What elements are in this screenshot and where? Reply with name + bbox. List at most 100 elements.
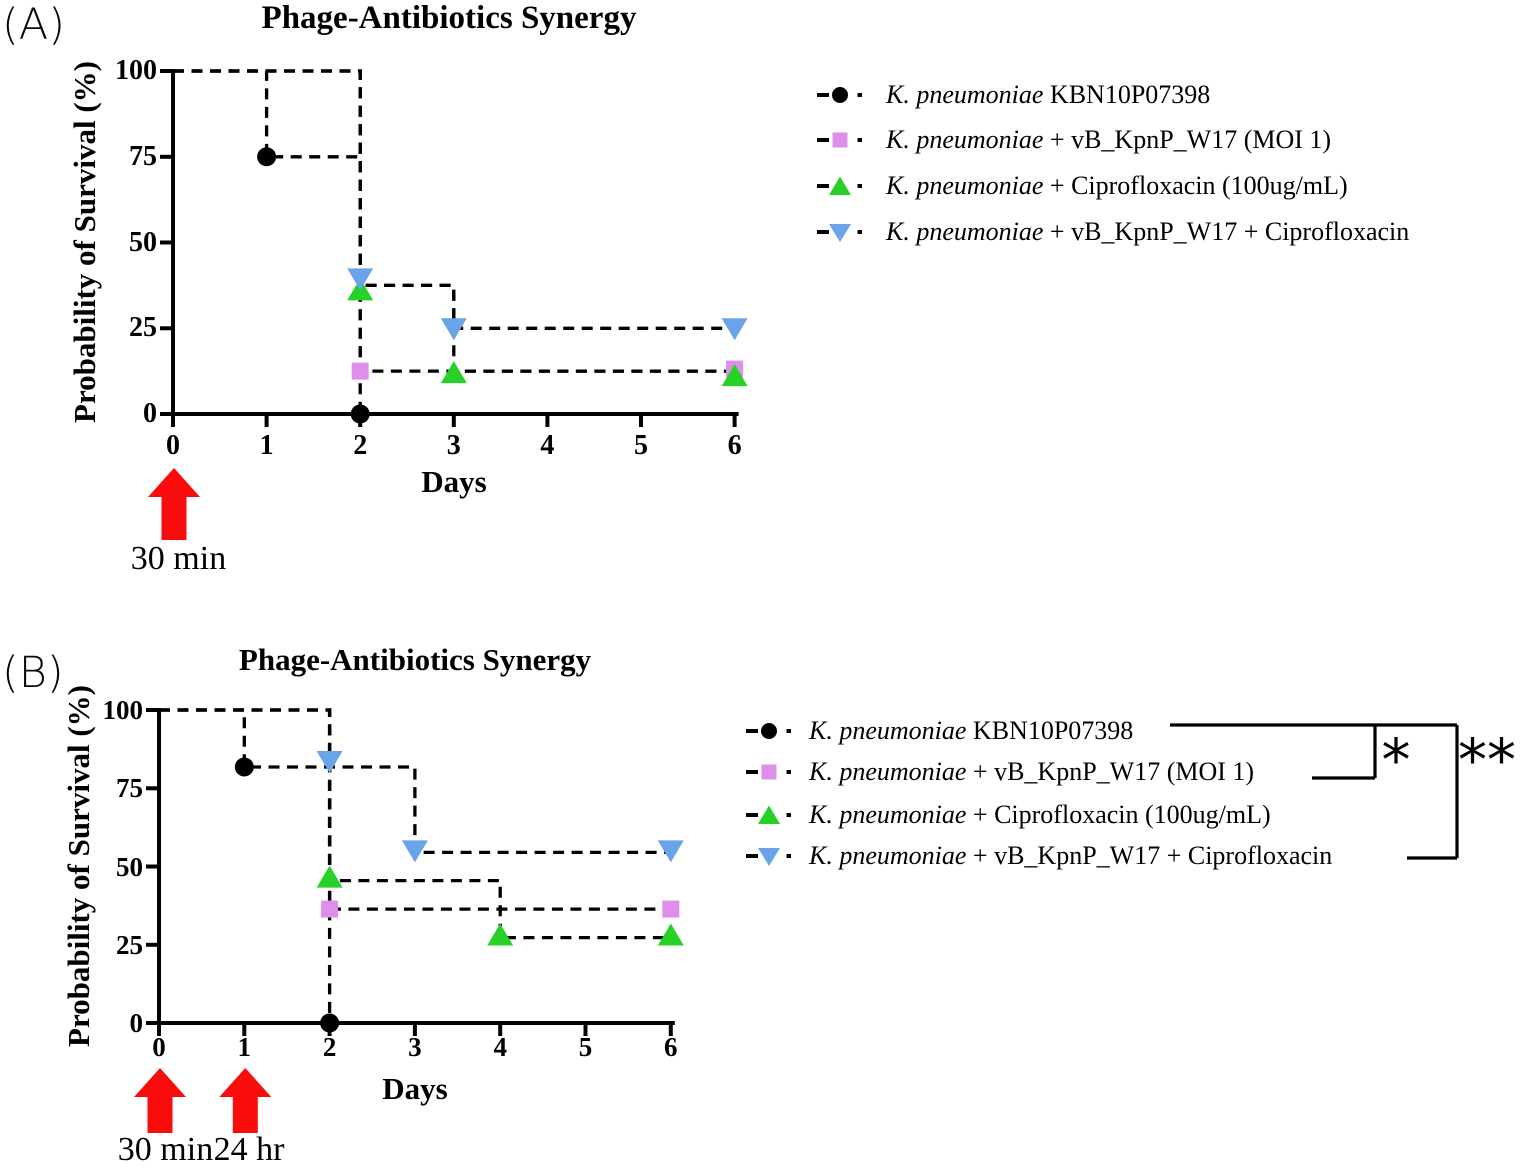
panel-b-series-0-line — [159, 708, 332, 1023]
legend-treatment-name: + vB_KpnP_W17 (MOI 1) — [1043, 125, 1332, 154]
significance-double-star: ** — [1458, 726, 1516, 794]
legend-item-label: K. pneumoniae KBN10P07398 — [809, 716, 1133, 746]
panel-a-marker-circle — [257, 147, 277, 167]
legend-marker-triangle-up-icon — [817, 176, 862, 195]
legend-marker-square-icon — [746, 764, 791, 780]
x-tick-label: 5 — [578, 1032, 593, 1062]
y-tick-label: 25 — [129, 312, 157, 344]
panel-a-marker-triangle-up — [440, 361, 467, 384]
panel-b-marker-circle — [234, 757, 254, 777]
y-tick-label: 75 — [129, 140, 157, 172]
injection-arrow — [219, 1068, 272, 1133]
legend-item: K. pneumoniae + vB_KpnP_W17 (MOI 1) — [816, 124, 1331, 156]
y-tick-label: 100 — [115, 55, 157, 86]
panel-a-marker-triangle-down — [347, 268, 374, 291]
panel-b-axes — [157, 708, 675, 1025]
legend-marker-triangle-up-icon — [746, 805, 791, 824]
legend-item-label: K. pneumoniae + vB_KpnP_W17 + Ciprofloxa… — [809, 841, 1332, 871]
y-tick-label: 50 — [129, 226, 157, 258]
panel-b-marker-triangle-down — [657, 840, 684, 863]
panel-b-x-axis-label: Days — [382, 1071, 448, 1106]
panel-a-marker-triangle-up — [721, 364, 748, 387]
legend-treatment-name: + Ciprofloxacin (100ug/mL) — [1043, 171, 1348, 200]
legend-item: K. pneumoniae KBN10P07398 — [745, 715, 1133, 747]
panel-b-title: Phage-Antibiotics Synergy — [238, 642, 592, 677]
panel-a-series-0-line — [173, 69, 362, 414]
panel-b-marker-circle — [320, 1013, 340, 1033]
x-tick-label: 2 — [353, 430, 368, 461]
panel-b-marker-triangle-up — [487, 923, 514, 946]
legend-marker-triangle-down-icon — [817, 224, 862, 242]
legend-species-name: K. pneumoniae — [886, 171, 1044, 200]
panel-a-title: Phage-Antibiotics Synergy — [261, 0, 637, 36]
injection-arrow — [134, 1068, 186, 1133]
panel-a-label: (A) — [2, 0, 65, 50]
panel-b-series-2-line — [159, 708, 671, 940]
x-tick-label: 6 — [664, 1032, 678, 1062]
legend-species-name: K. pneumoniae — [809, 800, 967, 829]
panel-a-marker-triangle-down — [721, 318, 748, 341]
x-tick-label: 2 — [322, 1032, 337, 1062]
legend-item: K. pneumoniae + vB_KpnP_W17 + Ciprofloxa… — [745, 840, 1332, 872]
x-tick-label: 1 — [237, 1032, 252, 1062]
panel-b-series-3-line — [159, 708, 671, 855]
legend-species-name: K. pneumoniae — [886, 80, 1044, 109]
legend-item-label: K. pneumoniae + Ciprofloxacin (100ug/mL) — [809, 800, 1271, 830]
x-tick-label: 3 — [408, 1032, 422, 1062]
legend-item: K. pneumoniae KBN10P07398 — [816, 79, 1210, 111]
legend-marker-square-icon — [817, 132, 862, 148]
x-tick-label: 6 — [727, 430, 742, 461]
x-tick-label: 4 — [540, 430, 555, 461]
panel-a-series-3-line — [173, 69, 735, 330]
legend-item: K. pneumoniae + vB_KpnP_W17 (MOI 1) — [745, 756, 1254, 788]
legend-item-label: K. pneumoniae KBN10P07398 — [886, 80, 1210, 110]
legend-treatment-name: + vB_KpnP_W17 + Ciprofloxacin — [1043, 217, 1410, 246]
panel-b-marker-triangle-down — [401, 840, 428, 863]
panel-b-marker-triangle-up — [657, 923, 684, 946]
y-tick-label: 0 — [129, 1008, 144, 1038]
x-tick-label: 0 — [166, 430, 180, 461]
legend-marker-circle-icon — [746, 723, 791, 739]
panel-a-x-axis-label: Days — [421, 464, 487, 499]
legend-item: K. pneumoniae + Ciprofloxacin (100ug/mL) — [745, 799, 1271, 831]
legend-item-label: K. pneumoniae + Ciprofloxacin (100ug/mL) — [886, 171, 1348, 201]
panel-b-label: (B) — [2, 648, 64, 698]
legend-item-label: K. pneumoniae + vB_KpnP_W17 + Ciprofloxa… — [886, 217, 1409, 247]
panel-b-arrow-label-1: 30 min — [117, 1131, 214, 1168]
legend-treatment-name: + vB_KpnP_W17 (MOI 1) — [966, 757, 1255, 786]
legend-species-name: K. pneumoniae — [809, 716, 967, 745]
x-tick-label: 0 — [152, 1032, 166, 1062]
x-tick-label: 4 — [493, 1032, 507, 1062]
legend-item-label: K. pneumoniae + vB_KpnP_W17 (MOI 1) — [886, 125, 1331, 155]
y-tick-label: 75 — [116, 773, 143, 804]
legend-item-label: K. pneumoniae + vB_KpnP_W17 (MOI 1) — [809, 757, 1254, 787]
significance-star: * — [1381, 726, 1411, 794]
panel-b-marker-square — [321, 900, 339, 918]
injection-arrow — [148, 468, 200, 540]
x-tick-label: 1 — [259, 430, 274, 461]
legend-item: K. pneumoniae + Ciprofloxacin (100ug/mL) — [816, 170, 1348, 202]
panel-a-arrow-label: 30 min — [130, 540, 227, 577]
y-tick-label: 0 — [143, 398, 157, 429]
x-tick-label: 3 — [446, 430, 461, 461]
panel-b-marker-square — [662, 900, 680, 918]
legend-treatment-name: + vB_KpnP_W17 + Ciprofloxacin — [966, 841, 1333, 870]
x-tick-label: 5 — [634, 430, 648, 461]
legend-marker-circle-icon — [817, 87, 862, 103]
legend-treatment-name: + Ciprofloxacin (100ug/mL) — [966, 800, 1271, 829]
panel-a-marker-square — [351, 362, 369, 380]
legend-species-name: K. pneumoniae — [886, 217, 1044, 246]
y-tick-label: 100 — [102, 695, 144, 725]
y-tick-label: 25 — [116, 929, 143, 960]
panel-b-marker-triangle-down — [316, 750, 343, 773]
legend-marker-triangle-down-icon — [746, 848, 791, 866]
panel-a-marker-triangle-down — [440, 318, 467, 341]
panel-a-marker-circle — [350, 404, 370, 424]
y-tick-label: 50 — [116, 851, 143, 882]
legend-item: K. pneumoniae + vB_KpnP_W17 + Ciprofloxa… — [816, 216, 1409, 248]
legend-species-name: K. pneumoniae — [809, 757, 967, 786]
legend-treatment-name: KBN10P07398 — [1043, 80, 1211, 109]
panel-a-axes — [171, 69, 739, 416]
